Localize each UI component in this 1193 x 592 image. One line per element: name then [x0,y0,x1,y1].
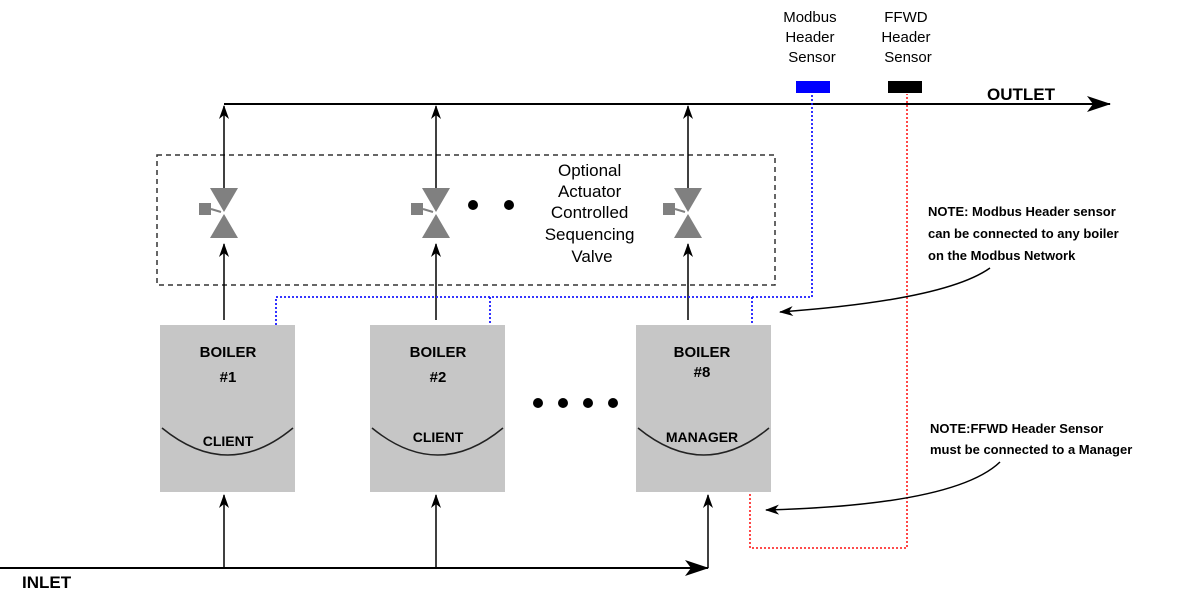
svg-text:CLIENT: CLIENT [413,429,464,445]
svg-text:CLIENT: CLIENT [203,433,254,449]
note-ffwd: NOTE:FFWD Header Sensor must be connecte… [930,421,1132,457]
boiler-continuation-dots [533,398,618,408]
svg-text:BOILER: BOILER [200,344,257,361]
modbus-network-line [275,94,813,325]
ffwd-header-sensor [888,81,922,93]
boiler-1: BOILER #1 CLIENT [160,325,295,492]
note-modbus-arrow [779,267,991,317]
svg-text:MANAGER: MANAGER [666,429,738,445]
modbus-header-sensor [796,81,830,93]
note-modbus: NOTE: Modbus Header sensor can be connec… [928,204,1122,263]
valve-continuation-dots [468,200,514,210]
boiler-8: BOILER #8 MANAGER [636,325,771,492]
boiler-8-flow [683,105,713,568]
valve-1 [199,188,238,238]
ffwd-sensor-label: FFWD Header Sensor [881,9,934,66]
svg-text:BOILER: BOILER [410,344,467,361]
outlet-label: OUTLET [987,85,1056,104]
note-ffwd-arrow [765,461,1001,515]
boiler-2: BOILER #2 CLIENT [370,325,505,492]
svg-text:BOILER: BOILER [674,344,731,361]
valve-note: Optional Actuator Controlled Sequencing … [545,161,640,266]
svg-text:#1: #1 [220,369,237,386]
modbus-sensor-label: Modbus Header Sensor [783,9,841,66]
inlet-label: INLET [22,573,72,592]
valve-2 [411,188,450,238]
valve-enclosure [156,154,776,286]
svg-text:#2: #2 [430,369,447,386]
svg-text:#8: #8 [694,364,711,381]
ffwd-sensor-line [749,94,908,549]
valve-8 [663,188,702,238]
